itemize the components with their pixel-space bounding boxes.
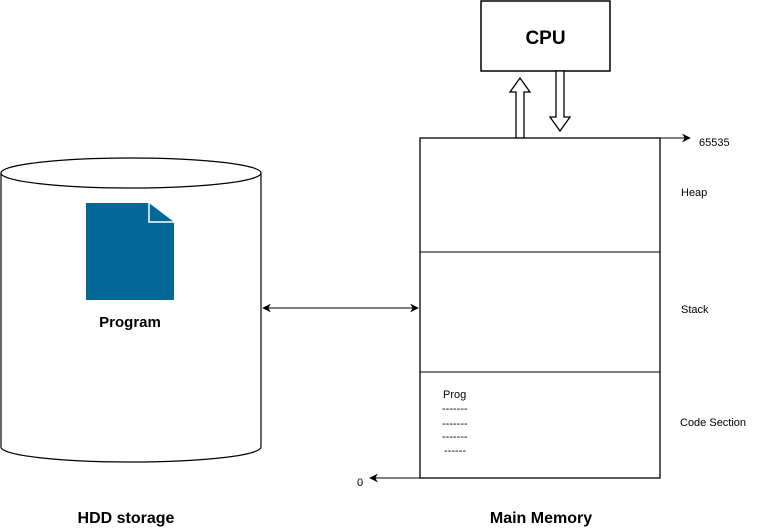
stack-label: Stack: [681, 304, 709, 316]
main-memory-caption: Main Memory: [490, 510, 592, 527]
cpu-label: CPU: [525, 28, 565, 49]
memory-to-cpu-arrow: [508, 76, 532, 139]
cpu-box: CPU: [480, 0, 611, 72]
document-icon: [86, 203, 174, 300]
code-line: -------: [442, 403, 468, 415]
code-line: -------: [442, 418, 468, 430]
hdd-storage-caption: HDD storage: [78, 510, 175, 527]
code-section-label: Code Section: [680, 417, 746, 429]
cylinder-body: [0, 173, 262, 463]
bottom-address-label: 0: [357, 477, 363, 489]
main-memory-block: [419, 137, 661, 479]
cpu-box-border: [480, 0, 611, 72]
heap-label: Heap: [681, 187, 707, 199]
code-line: -------: [442, 431, 468, 443]
cpu-to-memory-arrow: [548, 70, 572, 133]
memory-outline: [419, 137, 661, 479]
program-label: Program: [99, 314, 161, 331]
cylinder-top: [0, 157, 262, 189]
code-line: ------: [444, 445, 466, 457]
document-fold-icon: [148, 203, 174, 223]
code-line: Prog: [443, 389, 466, 401]
top-address-label: 65535: [699, 137, 730, 149]
hdd-storage-cylinder: [0, 157, 262, 463]
